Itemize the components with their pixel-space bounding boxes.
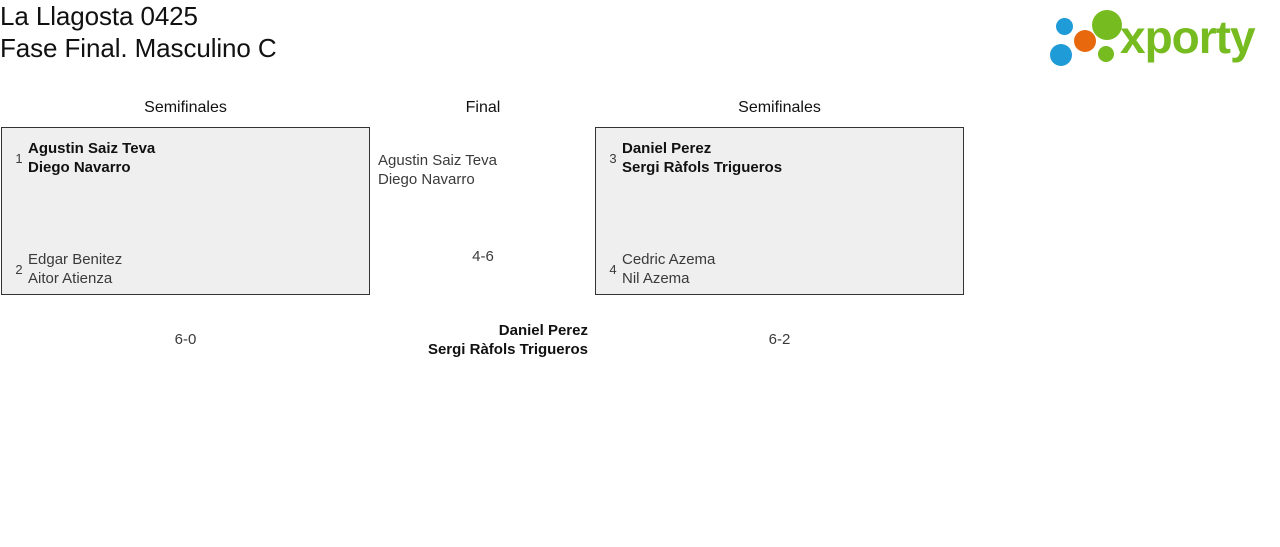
logo-dot-green-large-icon: [1092, 10, 1122, 40]
final-team-bottom[interactable]: Daniel Perez Sergi Ràfols Trigueros: [368, 321, 588, 359]
xporty-logo[interactable]: xporty: [1046, 6, 1274, 68]
match-team-top[interactable]: 3 Daniel Perez Sergi Ràfols Trigueros: [604, 139, 782, 177]
player-name: Diego Navarro: [378, 171, 475, 188]
player-name: Daniel Perez: [622, 140, 712, 157]
round-label-final: Final: [465, 99, 501, 116]
player-name: Diego Navarro: [28, 159, 131, 176]
round-label-semifinals-left: Semifinales: [144, 99, 227, 116]
logo-dot-blue-small-icon: [1056, 18, 1073, 35]
match-score: 6-0: [174, 331, 197, 348]
player-name: Agustin Saiz Teva: [378, 152, 497, 169]
match-semifinal-left[interactable]: 1 Agustin Saiz Teva Diego Navarro 6-0 2 …: [1, 127, 370, 348]
player-name: Nil Azema: [622, 270, 690, 287]
player-name: Cedric Azema: [622, 251, 716, 268]
tournament-name: La Llagosta 0425: [0, 1, 198, 31]
match-semifinal-right[interactable]: 3 Daniel Perez Sergi Ràfols Trigueros 6-…: [595, 127, 964, 348]
round-label-semifinals-right: Semifinales: [738, 99, 821, 116]
seed-number: 4: [609, 261, 617, 277]
player-name: Agustin Saiz Teva: [28, 140, 156, 157]
match-team-bottom[interactable]: 4 Cedric Azema Nil Azema: [604, 250, 715, 288]
match-team-bottom[interactable]: 2 Edgar Benitez Aitor Atienza: [10, 250, 122, 288]
player-name: Sergi Ràfols Trigueros: [427, 341, 588, 358]
logo-wordmark: xporty: [1120, 11, 1256, 63]
match-team-top[interactable]: 1 Agustin Saiz Teva Diego Navarro: [10, 139, 155, 177]
team-names: Cedric Azema Nil Azema: [622, 250, 715, 288]
tournament-phase: Fase Final. Masculino C: [0, 33, 277, 63]
logo-dot-green-small-icon: [1098, 46, 1114, 62]
logo-dot-blue-large-icon: [1050, 44, 1072, 66]
final-score: 4-6: [472, 248, 494, 265]
player-name: Edgar Benitez: [28, 251, 123, 268]
logo-dots-icon: [1046, 8, 1124, 66]
team-names: Daniel Perez Sergi Ràfols Trigueros: [622, 139, 782, 177]
player-name: Sergi Ràfols Trigueros: [622, 159, 783, 176]
seed-number: 1: [15, 150, 23, 166]
page-title: La Llagosta 0425 Fase Final. Masculino C: [0, 0, 700, 64]
seed-number: 2: [15, 261, 23, 277]
seed-number: 3: [609, 150, 617, 166]
match-score: 6-2: [768, 331, 791, 348]
final-team-top[interactable]: Agustin Saiz Teva Diego Navarro: [378, 151, 497, 189]
team-names: Edgar Benitez Aitor Atienza: [28, 250, 122, 288]
logo-dot-orange-icon: [1074, 30, 1096, 52]
player-name: Aitor Atienza: [28, 270, 113, 287]
team-names: Agustin Saiz Teva Diego Navarro: [28, 139, 155, 177]
player-name: Daniel Perez: [498, 322, 588, 339]
